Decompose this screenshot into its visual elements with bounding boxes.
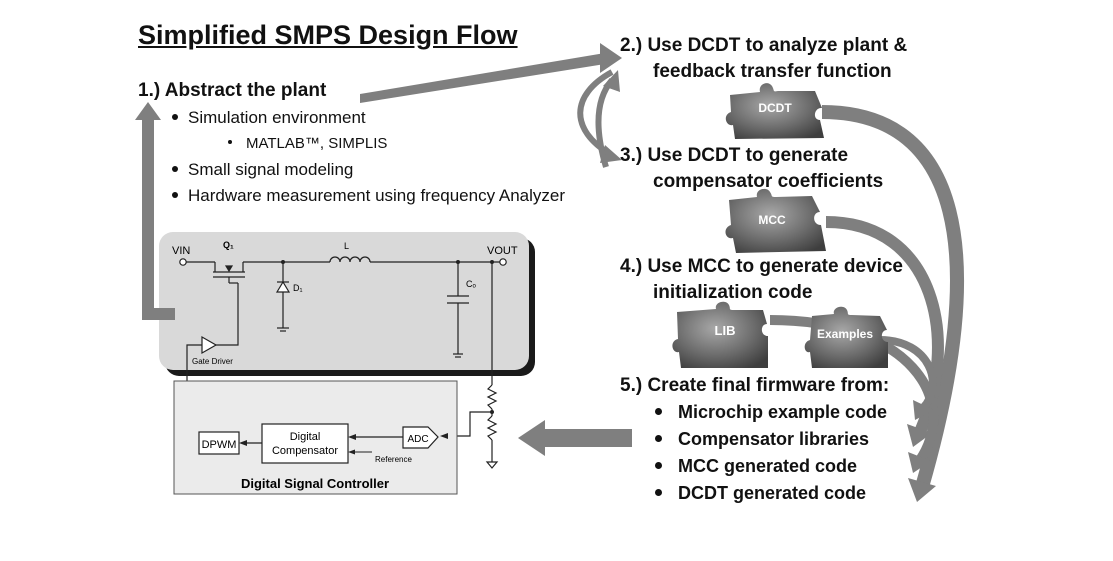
step1-bullet-3-text: Hardware measurement using frequency Ana… (188, 186, 566, 205)
circuit-panel (159, 232, 535, 446)
step2-line2: feedback transfer function (653, 61, 892, 82)
bullet-dot (172, 165, 178, 172)
mosfet-symbol (213, 262, 245, 284)
step5-bullet-1-text: Microchip example code (678, 402, 888, 422)
bullet-dot (655, 488, 662, 496)
dsc-label: Digital Signal Controller (241, 476, 389, 491)
step3-line2: compensator coefficients (653, 171, 884, 192)
step1-bullet-1: Simulation environment (172, 105, 366, 131)
diode-label: D₁ (293, 283, 303, 293)
compensator-block (261, 423, 349, 464)
arrow-examples-to-step5 (879, 336, 937, 411)
step5-bullet-4-text: DCDT generated code (678, 483, 867, 503)
step4-line1: 4.) Use MCC to generate device (620, 256, 903, 277)
arrow-left-to-dsc (518, 420, 632, 456)
bullet-dot (172, 113, 178, 120)
step5-bullet-1: Microchip example code (655, 399, 887, 426)
circuit-panel-body (159, 232, 529, 370)
puzzle-mcc: MCC (725, 188, 826, 253)
step1-sub-bullet-text: MATLAB™, SIMPLIS (246, 135, 388, 152)
dsc-block (173, 380, 458, 495)
adc-block (402, 426, 439, 449)
inductor-symbol (329, 256, 371, 263)
puzzle-lib: LIB (672, 301, 768, 368)
capacitor-label: Cₒ (466, 279, 476, 289)
diode-symbol (275, 262, 291, 332)
vin-label: VIN (172, 245, 190, 257)
step1-sub-bullet: MATLAB™, SIMPLIS (228, 131, 387, 157)
vout-terminal (499, 258, 507, 266)
compensator-label-line2: Compensator (272, 445, 338, 457)
page-title: Simplified SMPS Design Flow (138, 20, 518, 50)
bullet-dot (655, 407, 662, 415)
mcc-label: MCC (758, 213, 786, 227)
examples-label: Examples (817, 327, 873, 341)
step5-bullet-2: Compensator libraries (655, 426, 869, 453)
capacitor-symbol (447, 262, 469, 358)
bullet-dot (172, 191, 178, 198)
step5-bullet-2-text: Compensator libraries (678, 429, 870, 449)
step2-line1: 2.) Use DCDT to analyze plant & (620, 35, 908, 56)
dpwm-label: DPWM (202, 439, 237, 451)
bullet-dot (228, 140, 232, 145)
step1-bullet-3: Hardware measurement using frequency Ana… (172, 183, 565, 209)
arrow-dcdt-to-step5 (821, 105, 964, 489)
lib-label: LIB (715, 323, 736, 338)
vout-label: VOUT (487, 245, 518, 257)
reference-label: Reference (375, 455, 412, 464)
step3-line1: 3.) Use DCDT to generate (620, 145, 849, 166)
step5-bullet-3: MCC generated code (655, 453, 857, 480)
step3-text: 3.) Use DCDT to generate compensator coe… (620, 143, 883, 195)
step5-heading: 5.) Create final firmware from: (620, 375, 890, 396)
gate-driver-label: Gate Driver (192, 357, 233, 366)
step1-bullet-1-text: Simulation environment (188, 108, 366, 127)
vin-terminal (179, 258, 187, 266)
inductor-label: L (344, 241, 349, 251)
bullet-dot (655, 461, 662, 469)
step5-bullet-4: DCDT generated code (655, 480, 866, 507)
step5-bullet-3-text: MCC generated code (678, 456, 858, 476)
arrow-up-icon (135, 102, 161, 120)
step1-bullet-2-text: Small signal modeling (188, 160, 354, 179)
q1-label: Q₁ (223, 240, 234, 250)
arrow-right-icon (600, 43, 622, 73)
step1-bullet-2: Small signal modeling (172, 157, 353, 183)
dcdt-label: DCDT (758, 101, 792, 115)
step4-line2: initialization code (653, 282, 813, 303)
compensator-label-line1: Digital (290, 431, 321, 443)
puzzle-dcdt: DCDT (725, 83, 824, 139)
step1-heading: 1.) Abstract the plant (138, 80, 327, 101)
puzzle-examples: Examples (804, 306, 888, 368)
step4-text: 4.) Use MCC to generate device initializ… (620, 254, 903, 306)
step2-text: 2.) Use DCDT to analyze plant & feedback… (620, 33, 907, 85)
arrow-to-step2 (360, 53, 605, 103)
bullet-dot (655, 434, 662, 442)
adc-label: ADC (407, 434, 428, 445)
